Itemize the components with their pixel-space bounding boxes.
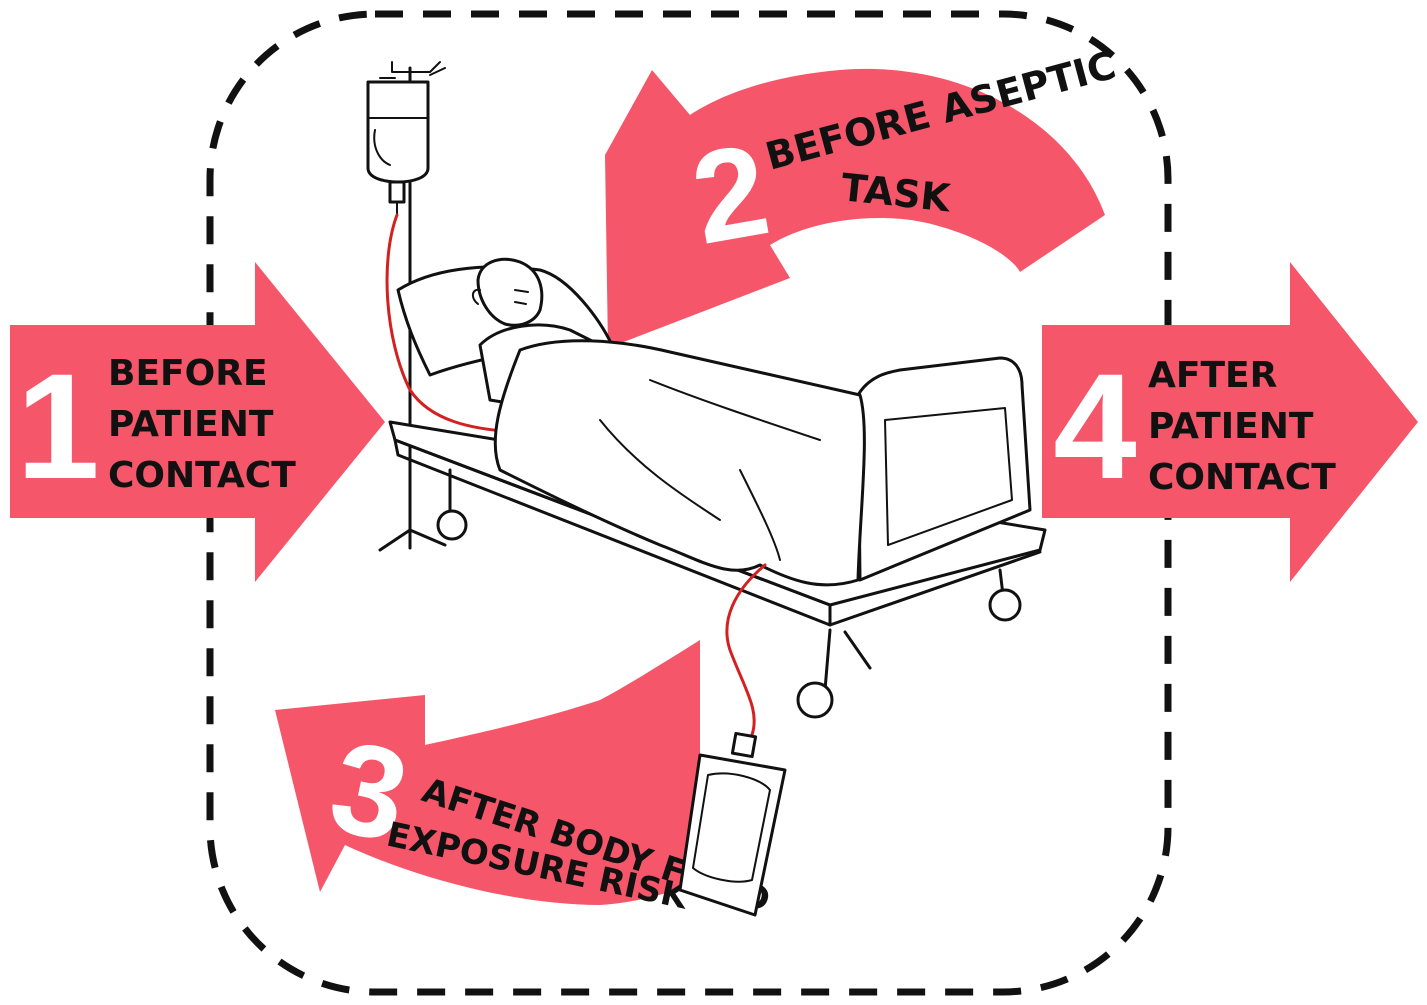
svg-text:PATIENT: PATIENT: [1148, 406, 1314, 447]
moment-4-number: 4: [1053, 342, 1136, 510]
svg-text:BEFORE: BEFORE: [108, 353, 268, 394]
svg-text:CONTACT: CONTACT: [108, 455, 296, 496]
iv-bag-icon: [368, 82, 428, 215]
svg-text:PATIENT: PATIENT: [108, 404, 274, 445]
svg-text:AFTER: AFTER: [1148, 355, 1277, 396]
svg-text:CONTACT: CONTACT: [1148, 457, 1336, 498]
moment-1-number: 1: [16, 342, 99, 510]
